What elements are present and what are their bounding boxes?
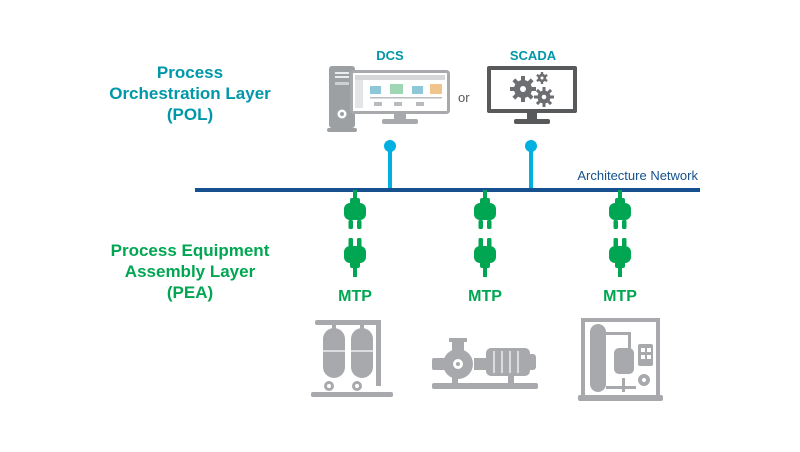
dcs-drop-line [388, 148, 392, 190]
pol-layer-label: Process Orchestration Layer (POL) [55, 62, 325, 125]
or-label: or [458, 90, 470, 105]
equipment-skid-icon [578, 318, 663, 401]
connector-plug-icon-3 [609, 190, 631, 277]
pea-line1: Process Equipment [110, 241, 270, 260]
pol-line2: Orchestration Layer [109, 84, 271, 103]
scada-drop-line [529, 148, 533, 190]
pea-layer-label: Process Equipment Assembly Layer (PEA) [55, 240, 325, 303]
network-line [195, 188, 700, 192]
pea-line3: (PEA) [166, 283, 214, 302]
dcs-network-tap-dot [384, 140, 396, 152]
dcs-monitor-icon [350, 70, 450, 124]
scada-label: SCADA [509, 48, 557, 63]
pea-line2: Assembly Layer [124, 262, 256, 281]
mtp-label-1: MTP [338, 288, 372, 305]
scada-monitor-icon [487, 66, 577, 124]
connector-plug-icon-2 [474, 190, 496, 277]
network-label: Architecture Network [577, 168, 698, 183]
equipment-tanks-icon [311, 320, 393, 397]
dcs-tower-icon [327, 66, 357, 132]
mtp-label-2: MTP [468, 288, 502, 305]
mtp-label-3: MTP [603, 288, 637, 305]
dcs-label: DCS [376, 48, 404, 63]
pol-line3: (POL) [166, 105, 214, 124]
connector-plug-icon-1 [344, 190, 366, 277]
equipment-pump-icon [432, 338, 538, 389]
scada-network-tap-dot [525, 140, 537, 152]
pol-line1: Process [156, 63, 224, 82]
